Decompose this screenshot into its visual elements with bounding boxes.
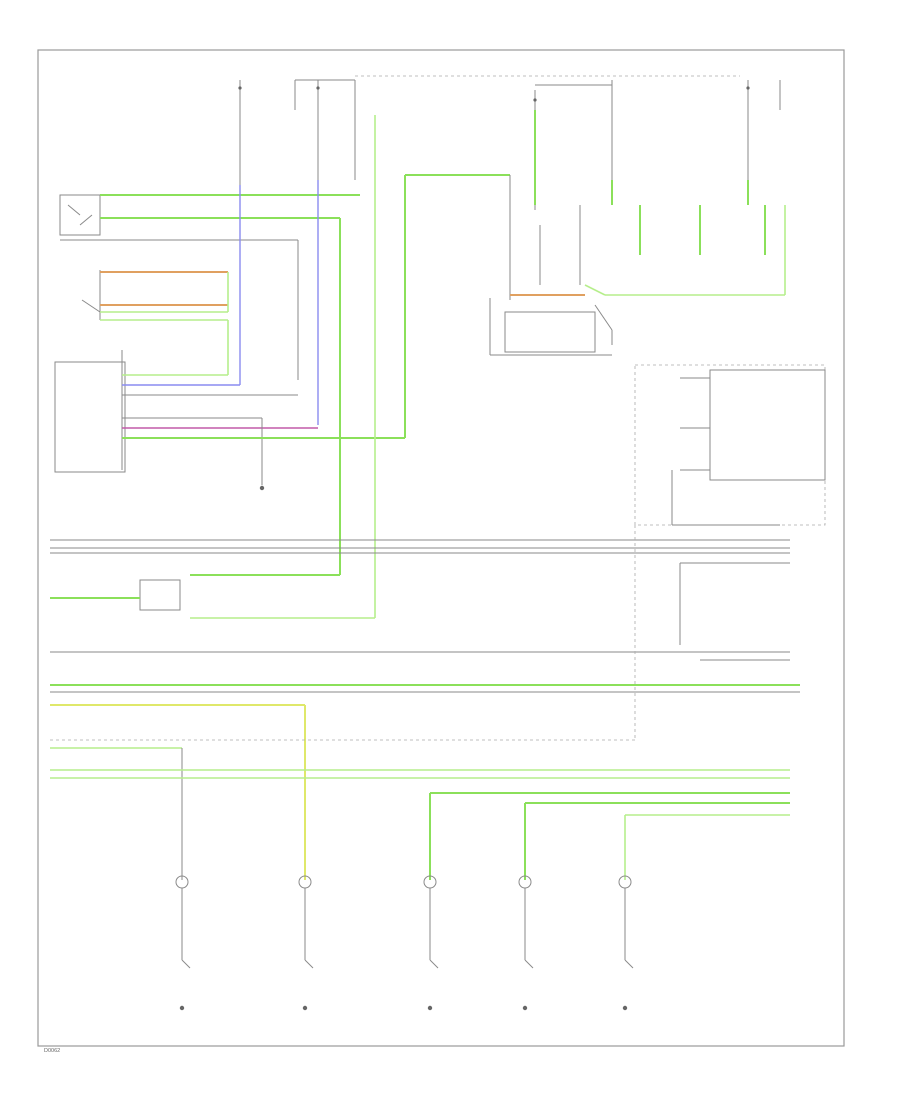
top-power-sources (238, 75, 781, 210)
lamp-5 (618, 875, 634, 1011)
lamp-3 (423, 875, 439, 1011)
lower-harness (50, 747, 790, 880)
figure-code: D0062 (44, 1048, 60, 1054)
right-lamp-box (634, 364, 826, 526)
diagram-frame (37, 49, 845, 1047)
control-module (489, 110, 786, 356)
lamp-1 (175, 875, 191, 1011)
left-switch-group (54, 194, 299, 473)
lamp-2 (298, 875, 314, 1011)
middle-harness (50, 525, 800, 880)
lamp-4 (518, 875, 534, 1011)
